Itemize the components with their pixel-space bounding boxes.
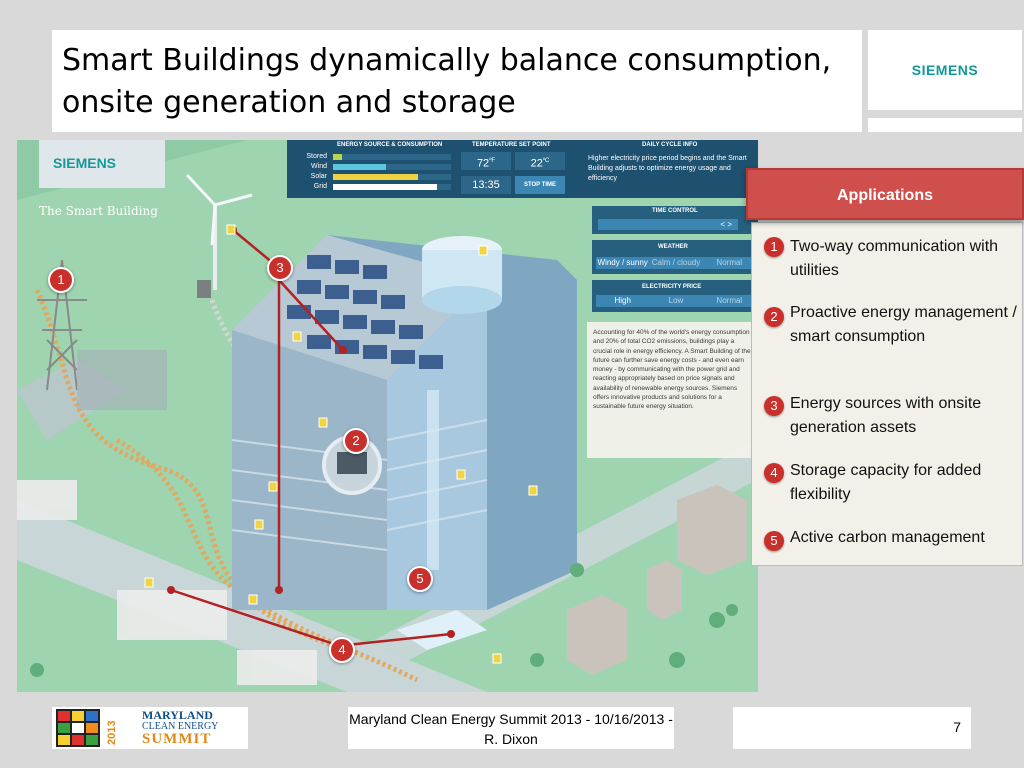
application-number: 2 (764, 307, 784, 327)
marker-2[interactable]: 2 (343, 428, 369, 454)
siemens-logo-box: SIEMENS (868, 30, 1022, 110)
weather-option[interactable]: Normal (716, 258, 743, 267)
summit-year: 2013 (106, 720, 118, 745)
slide-title: Smart Buildings dynamically balance cons… (62, 43, 832, 120)
summit-logo: 2013 MARYLAND CLEAN ENERGY SUMMIT (52, 707, 248, 749)
page-number: 7 (953, 719, 961, 735)
illus-siemens-logo: SIEMENS (53, 155, 117, 171)
energy-row-wind: Wind (287, 162, 457, 172)
application-text: Storage capacity for added flexibility (790, 462, 982, 503)
energy-bar-fill (333, 174, 418, 180)
daily-cycle-header: DAILY CYCLE INFO (642, 142, 698, 148)
stop-time-button[interactable]: STOP TIME (515, 176, 565, 194)
energy-bar-track (333, 154, 451, 160)
energy-row-stored: Stored (287, 152, 457, 162)
marker-1[interactable]: 1 (48, 267, 74, 293)
energy-row-label: Stored (306, 153, 327, 160)
small-buildings (567, 485, 747, 675)
weather-header: WEATHER (658, 244, 688, 250)
energy-bar-track (333, 164, 451, 170)
application-text: Two-way communication with utilities (790, 238, 999, 279)
summit-line1: MARYLAND (142, 708, 213, 722)
description-text: Accounting for 40% of the world's energy… (593, 329, 751, 411)
energy-row-grid: Grid (287, 182, 457, 192)
energy-bar-track (333, 174, 451, 180)
temp-fahrenheit[interactable]: 72ºF (461, 152, 511, 170)
illus-logo-box: SIEMENS (39, 140, 165, 188)
applications-header: Applications (746, 168, 1024, 220)
daily-cycle-text: Higher electricity price period begins a… (588, 155, 747, 182)
energy-row-label: Solar (310, 173, 327, 180)
time-readout: 13:35 (461, 176, 511, 194)
applications-panel: 1 Two-way communication with utilities 2… (751, 222, 1023, 566)
application-number: 4 (764, 463, 784, 483)
price-option[interactable]: High (614, 296, 631, 305)
price-option[interactable]: Normal (716, 296, 743, 305)
electricity-price-options[interactable]: High Low Normal (596, 295, 756, 307)
title-box: Smart Buildings dynamically balance cons… (52, 30, 862, 132)
smart-building-illustration: SIEMENS The Smart Building ENERGY SOURCE… (17, 140, 758, 692)
footer-text-box: Maryland Clean Energy Summit 2013 - 10/1… (348, 707, 674, 749)
time-control-buttons[interactable]: < > (598, 219, 738, 230)
electricity-price-header: ELECTRICITY PRICE (642, 284, 702, 290)
summit-line3: SUMMIT (142, 731, 212, 747)
time-control-header: TIME CONTROL (652, 208, 698, 214)
weather-option[interactable]: Windy / sunny (597, 258, 648, 267)
energy-bar-fill (333, 184, 437, 190)
temperature-panel: TEMPERATURE SET POINT 72ºF 22ºC 13:35 ST… (457, 140, 582, 198)
connector-lines (170, 229, 452, 647)
footer-text: Maryland Clean Energy Summit 2013 - 10/1… (349, 711, 673, 747)
solar-panels (287, 255, 443, 369)
application-text: Proactive energy management / smart cons… (790, 304, 1017, 345)
rubiks-cube-icon (56, 709, 100, 747)
application-number: 5 (764, 531, 784, 551)
time-control-panel: TIME CONTROL < > (592, 206, 758, 234)
energy-bar-fill (333, 164, 387, 170)
price-option[interactable]: Low (668, 296, 684, 305)
description-box: Accounting for 40% of the world's energy… (587, 322, 758, 458)
summit-line2: CLEAN ENERGY (142, 721, 219, 732)
illus-subtitle: The Smart Building (39, 204, 158, 218)
weather-option[interactable]: Calm / cloudy (651, 258, 701, 267)
electricity-price-panel: ELECTRICITY PRICE High Low Normal (592, 280, 758, 312)
wind-turbine (185, 173, 253, 298)
application-text: Active carbon management (790, 529, 985, 546)
energy-bar-fill (333, 154, 343, 160)
energy-row-solar: Solar (287, 172, 457, 182)
marker-4[interactable]: 4 (329, 637, 355, 663)
energy-bar-track (333, 184, 451, 190)
application-number: 3 (764, 396, 784, 416)
application-text: Energy sources with onsite generation as… (790, 395, 982, 436)
page-number-box: 7 (733, 707, 971, 749)
siemens-logo: SIEMENS (911, 62, 979, 78)
application-number: 1 (764, 237, 784, 257)
logo-box-strip (868, 118, 1022, 132)
marker-5[interactable]: 5 (407, 566, 433, 592)
energy-panel-header: ENERGY SOURCE & CONSUMPTION (337, 142, 443, 148)
marker-3[interactable]: 3 (267, 255, 293, 281)
temperature-header: TEMPERATURE SET POINT (472, 142, 551, 148)
energy-row-label: Wind (311, 163, 327, 170)
energy-row-label: Grid (313, 183, 327, 190)
daily-cycle-panel: DAILY CYCLE INFO Higher electricity pric… (582, 140, 758, 198)
temp-celsius[interactable]: 22ºC (515, 152, 565, 170)
